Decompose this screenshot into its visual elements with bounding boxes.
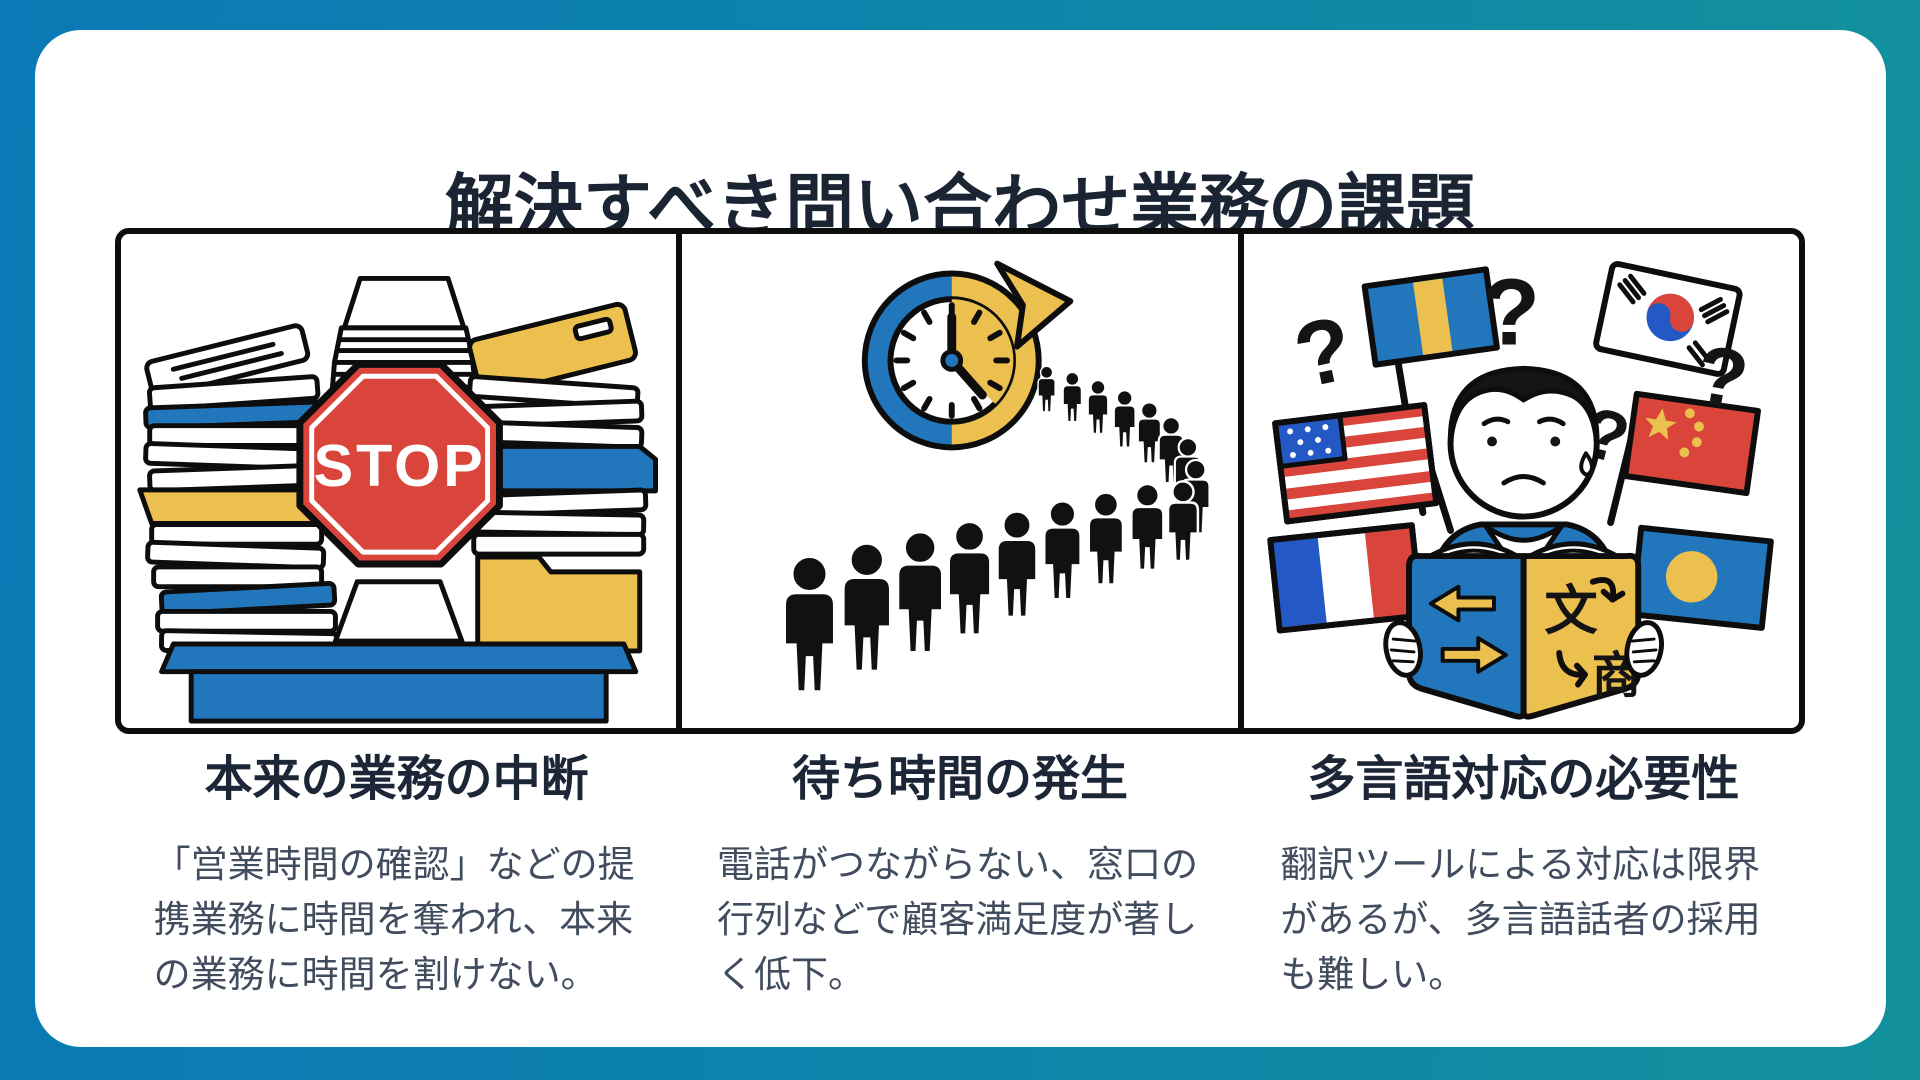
arrow-right-icon xyxy=(1440,636,1508,674)
sweat-drop-icon xyxy=(1578,451,1594,478)
blue-yellow-flag-icon xyxy=(1361,266,1500,368)
kanji-bun: 文 xyxy=(1544,582,1598,641)
caption-waiting-time: 待ち時間の発生 電話がつながらない、窓口の行列などで顧客満足度が著しく低下。 xyxy=(678,752,1241,1002)
panel-multilingual: ? ? ? ? xyxy=(1243,234,1799,728)
caption-heading: 本来の業務の中断 xyxy=(204,753,589,806)
china-flag-icon xyxy=(1621,390,1761,497)
panel-waiting-time xyxy=(682,234,1244,728)
question-mark-icon: ? xyxy=(1286,298,1361,408)
stop-label: STOP xyxy=(314,432,486,499)
hands xyxy=(1382,620,1664,678)
us-flag-icon xyxy=(1271,402,1439,525)
yellow-folder-icon xyxy=(475,554,643,654)
panel-work-interruption: STOP xyxy=(121,234,683,728)
palau-flag-icon xyxy=(1628,524,1774,631)
circular-arrowhead xyxy=(994,260,1074,350)
caption-work-interruption: 本来の業務の中断 「営業時間の確認」などの提携業務に時間を奪われ、本来の業務に時… xyxy=(115,752,678,1002)
translation-book-icon: 文 商 xyxy=(1382,541,1664,720)
caption-body: 電話がつながらない、窓口の行列などで顧客満足度が著しく低下。 xyxy=(716,844,1198,996)
desk-icon xyxy=(159,641,639,724)
france-flag-icon xyxy=(1266,522,1424,634)
caption-multilingual: 多言語対応の必要性 翻訳ツールによる対応は限界があるが、多言語話者の採用も難しい… xyxy=(1242,752,1805,1002)
caption-body: 翻訳ツールによる対応は限界があるが、多言語話者の採用も難しい。 xyxy=(1280,844,1761,996)
hook-arrows xyxy=(1555,576,1626,688)
korea-flag-icon xyxy=(1592,261,1743,377)
clock-queue-illustration xyxy=(682,260,1212,728)
arrow-left-icon xyxy=(1428,584,1496,623)
illustration-strip: STOP xyxy=(115,228,1805,734)
busy-desk-stop-illustration: STOP xyxy=(137,275,659,724)
caption-body: 「営業時間の確認」などの提携業務に時間を奪われ、本来の業務に時間を割けない。 xyxy=(153,844,635,996)
question-mark-icon: ? xyxy=(1482,260,1540,366)
clock-ticks xyxy=(893,302,1011,419)
countdown-clock-icon xyxy=(862,260,1074,451)
multilingual-illustration: ? ? ? ? xyxy=(1266,260,1774,720)
captions-row: 本来の業務の中断 「営業時間の確認」などの提携業務に時間を奪われ、本来の業務に時… xyxy=(115,752,1805,1002)
stop-sign-icon: STOP xyxy=(296,360,503,568)
monitor-stand-icon xyxy=(332,579,465,644)
caption-heading: 待ち時間の発生 xyxy=(791,753,1128,806)
caption-heading: 多言語対応の必要性 xyxy=(1307,753,1740,806)
